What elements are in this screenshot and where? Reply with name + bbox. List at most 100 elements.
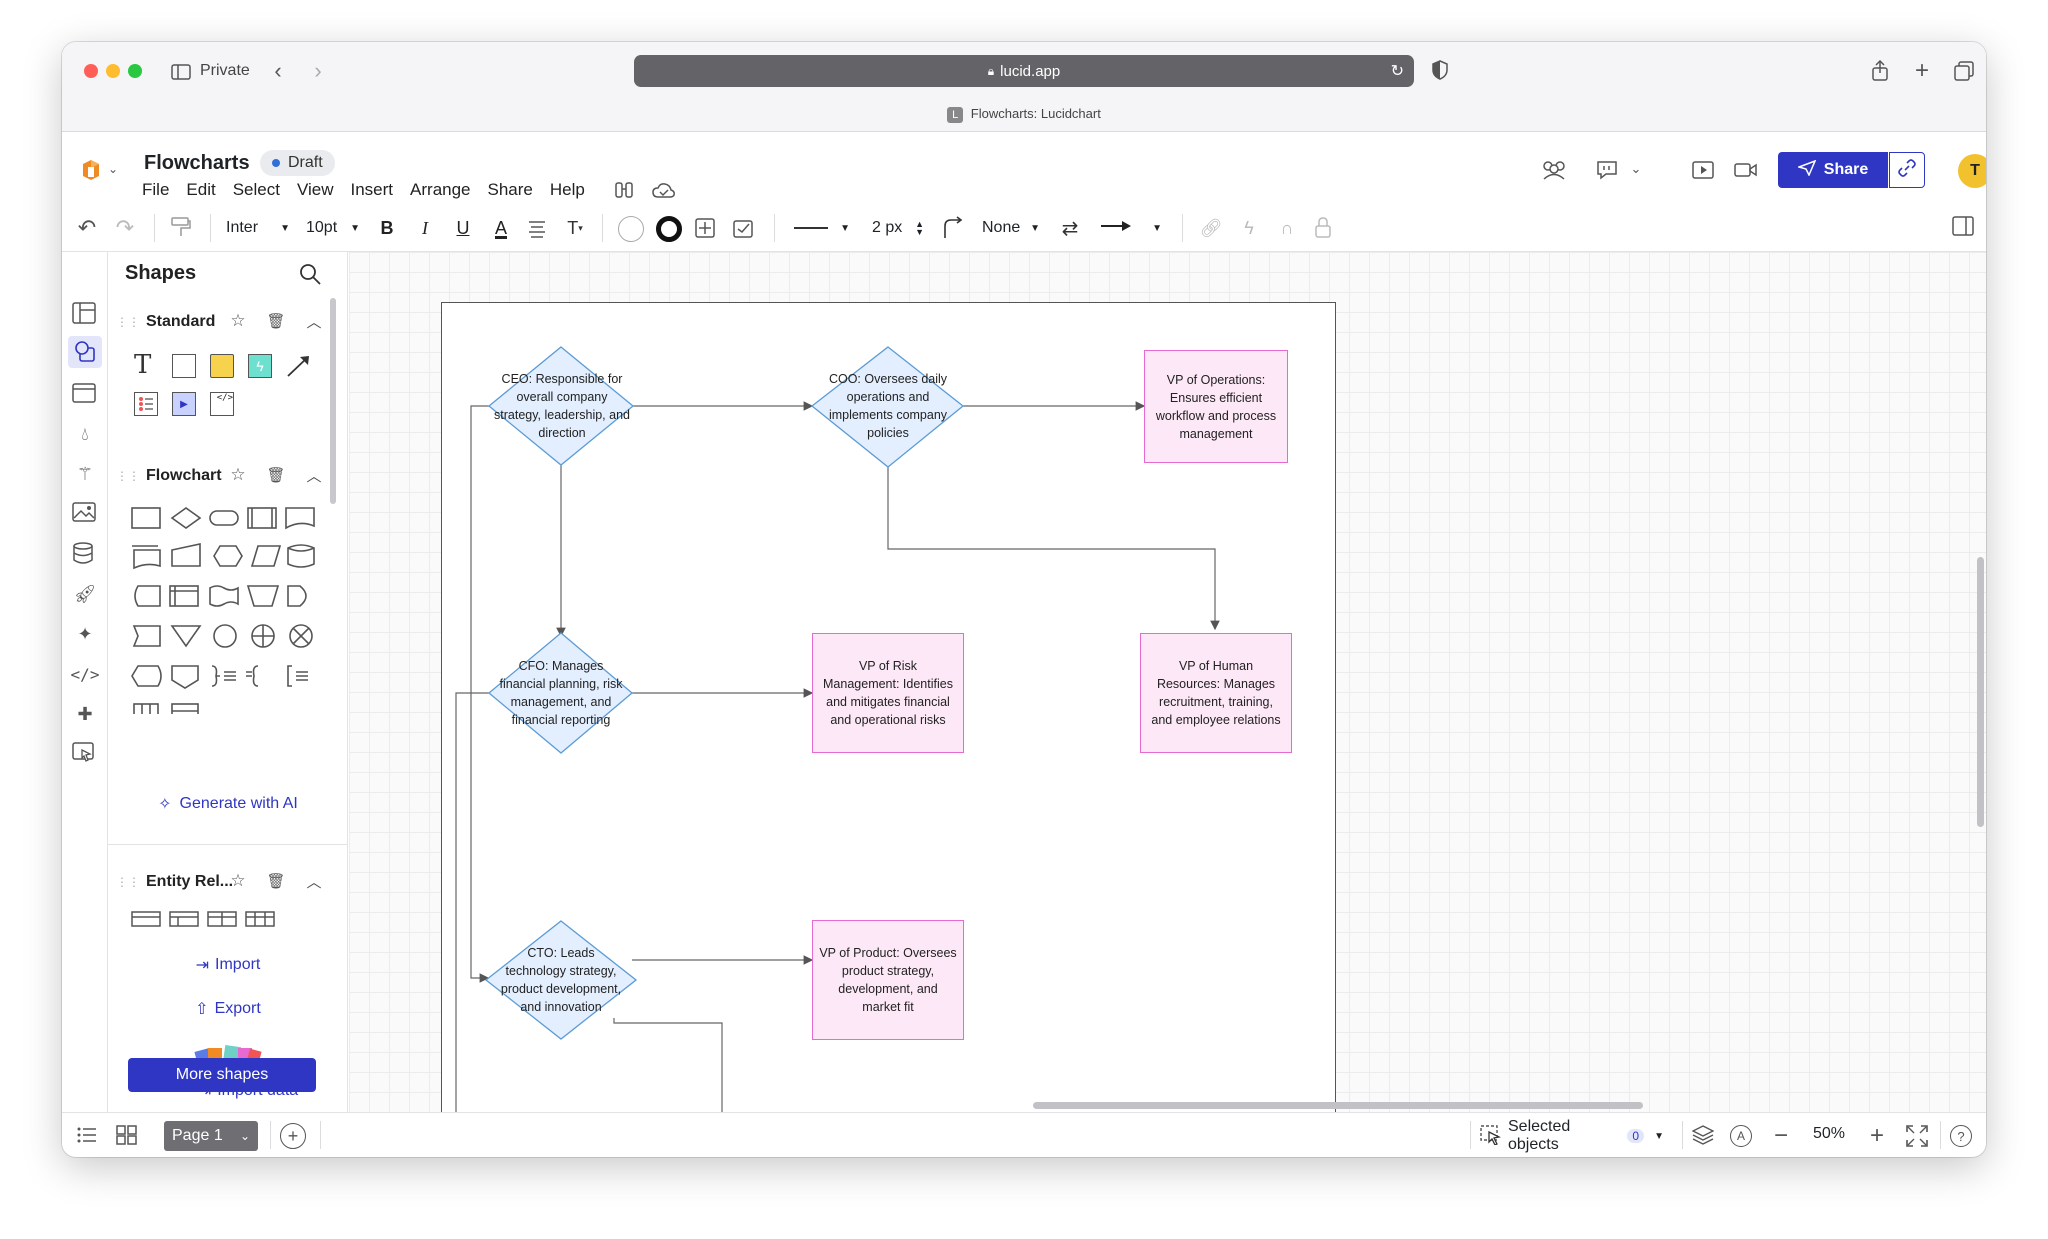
text-shape-icon[interactable]: T xyxy=(134,352,160,378)
document-title[interactable]: Flowcharts xyxy=(144,152,250,175)
cfo-node[interactable]: CFO: Manages financial planning, risk ma… xyxy=(494,640,628,746)
trash-icon[interactable]: 🗑︎ xyxy=(266,310,286,332)
cloud-saved-icon[interactable] xyxy=(652,182,676,200)
shapes-tab-icon[interactable] xyxy=(68,336,102,368)
text-color-button[interactable]: A xyxy=(490,214,512,242)
fit-screen-icon[interactable] xyxy=(1906,1125,1928,1147)
menu-share[interactable]: Share xyxy=(488,180,533,200)
hyperlink-icon[interactable]: 🔗︎ xyxy=(1200,216,1222,240)
selected-objects-indicator[interactable]: Selected objects 0 ▼ xyxy=(1480,1121,1664,1151)
reload-icon[interactable]: ↻ xyxy=(1391,61,1404,81)
fill-drop-icon[interactable]: 💧︎ xyxy=(72,422,98,446)
page-list-icon[interactable] xyxy=(76,1125,98,1147)
vp-hr-node[interactable]: VP of Human Resources: Manages recruitme… xyxy=(1140,633,1292,753)
templates-icon[interactable] xyxy=(72,382,98,406)
magic-wand-icon[interactable]: ⚚ xyxy=(72,462,98,486)
undo-icon[interactable]: ↶ xyxy=(74,216,100,240)
drag-handle-icon[interactable]: ⋮⋮ xyxy=(116,315,140,329)
shape-options-icon[interactable] xyxy=(732,217,754,239)
arrow-end-select[interactable]: ▼ xyxy=(1100,216,1162,240)
help-icon[interactable]: ? xyxy=(1950,1125,1972,1147)
fill-color-button[interactable] xyxy=(618,216,644,242)
back-icon[interactable]: ‹ xyxy=(268,58,288,84)
menu-insert[interactable]: Insert xyxy=(351,180,394,200)
menu-file[interactable]: File xyxy=(142,180,169,200)
text-align-icon[interactable] xyxy=(527,218,547,238)
arrow-line-icon[interactable] xyxy=(286,354,312,378)
data-icon[interactable] xyxy=(72,542,98,566)
collapse-icon[interactable]: ︿ xyxy=(304,870,324,892)
font-size-select[interactable]: 10pt ▼ xyxy=(306,216,360,240)
lock-shape-icon[interactable] xyxy=(1314,216,1336,240)
export-button[interactable]: ⇧ Export xyxy=(128,996,328,1022)
close-window-button[interactable] xyxy=(84,64,98,78)
line-routing-icon[interactable] xyxy=(942,216,964,240)
shield-icon[interactable] xyxy=(1432,60,1450,82)
vp-product-node[interactable]: VP of Product: Oversees product strategy… xyxy=(812,920,964,1040)
vertical-scrollbar[interactable] xyxy=(1977,557,1984,827)
entity-section-header[interactable]: ⋮⋮ Entity Rel... xyxy=(116,872,236,892)
line-style-select[interactable]: ▼ xyxy=(794,216,850,240)
vp-operations-node[interactable]: VP of Operations: Ensures efficient work… xyxy=(1144,350,1288,463)
rocket-icon[interactable]: 🚀︎ xyxy=(72,582,98,606)
font-family-select[interactable]: Inter ▼ xyxy=(226,216,290,240)
accessibility-icon[interactable]: A xyxy=(1730,1125,1752,1147)
collapse-icon[interactable]: ︿ xyxy=(304,464,324,486)
border-style-icon[interactable] xyxy=(694,217,716,239)
drag-handle-icon[interactable]: ⋮⋮ xyxy=(116,875,140,889)
trash-icon[interactable]: 🗑︎ xyxy=(266,464,286,486)
collaborators-icon[interactable] xyxy=(1540,160,1568,180)
logo-chevron-down-icon[interactable]: ⌄ xyxy=(106,160,120,178)
binoculars-icon[interactable] xyxy=(614,180,634,200)
side-panel-toggle-icon[interactable] xyxy=(1952,216,1976,240)
comments-chevron-down-icon[interactable]: ⌄ xyxy=(1628,158,1644,180)
user-avatar[interactable]: T xyxy=(1958,154,1986,188)
share-button[interactable]: Share xyxy=(1778,152,1888,188)
puzzle-icon[interactable]: ✚ xyxy=(72,702,98,726)
canvas-page[interactable]: CEO: Responsible for overall company str… xyxy=(441,302,1336,1112)
standard-section-header[interactable]: ⋮⋮ Standard xyxy=(116,312,316,332)
panel-scrollbar[interactable] xyxy=(330,298,336,504)
video-shape-icon[interactable]: ▶ xyxy=(172,392,196,416)
action-shape-icon[interactable]: ϟ xyxy=(248,354,272,378)
format-painter-icon[interactable] xyxy=(170,216,194,240)
code-icon[interactable]: </> xyxy=(70,662,100,686)
star-icon[interactable]: ☆ xyxy=(228,870,248,892)
share-page-icon[interactable] xyxy=(1868,58,1892,84)
arrow-start-select[interactable]: None ▼ xyxy=(982,216,1040,240)
copy-link-button[interactable] xyxy=(1889,152,1925,188)
lightning-icon[interactable]: ϟ xyxy=(1238,216,1260,240)
import-data-button[interactable]: ⇥ Import data xyxy=(128,1078,368,1104)
magnet-icon[interactable]: ∩ xyxy=(1276,216,1298,240)
screen-capture-icon[interactable] xyxy=(72,742,98,766)
vp-risk-node[interactable]: VP of Risk Management: Identifies and mi… xyxy=(812,633,964,753)
ceo-node[interactable]: CEO: Responsible for overall company str… xyxy=(492,353,632,459)
zoom-in-icon[interactable]: + xyxy=(1866,1123,1888,1149)
sidebar-toggle-icon[interactable] xyxy=(170,62,192,82)
page-tab-page-1[interactable]: Page 1 ⌄ xyxy=(164,1121,258,1151)
line-width-select[interactable]: 2 px ▲▼ xyxy=(872,216,924,240)
chevron-down-icon[interactable]: ⌄ xyxy=(240,1129,250,1143)
present-icon[interactable] xyxy=(1692,160,1714,180)
flowchart-section-header[interactable]: ⋮⋮ Flowchart xyxy=(116,466,316,486)
text-options-icon[interactable]: T▾ xyxy=(562,216,588,240)
status-badge[interactable]: Draft xyxy=(260,150,335,176)
add-page-icon[interactable]: + xyxy=(280,1123,306,1149)
italic-button[interactable]: I xyxy=(414,216,436,240)
forward-icon[interactable]: › xyxy=(308,58,328,84)
menu-select[interactable]: Select xyxy=(233,180,280,200)
generate-ai-button[interactable]: ✧ Generate with AI xyxy=(128,790,328,818)
lucid-logo-icon[interactable] xyxy=(80,158,102,182)
ai-sparkle-icon[interactable]: ✦ xyxy=(72,622,98,646)
coo-node[interactable]: COO: Oversees daily operations and imple… xyxy=(822,353,954,459)
import-button[interactable]: ⇥ Import xyxy=(128,952,328,978)
rectangle-shape-icon[interactable] xyxy=(172,354,196,378)
menu-help[interactable]: Help xyxy=(550,180,585,200)
redo-icon[interactable]: ↷ xyxy=(112,216,138,240)
list-shape-icon[interactable] xyxy=(134,392,158,416)
trash-icon[interactable]: 🗑︎ xyxy=(266,870,286,892)
page-grid-icon[interactable] xyxy=(116,1125,138,1147)
sticky-note-icon[interactable] xyxy=(210,354,234,378)
menu-view[interactable]: View xyxy=(297,180,334,200)
tab-overview-icon[interactable] xyxy=(1952,58,1976,84)
